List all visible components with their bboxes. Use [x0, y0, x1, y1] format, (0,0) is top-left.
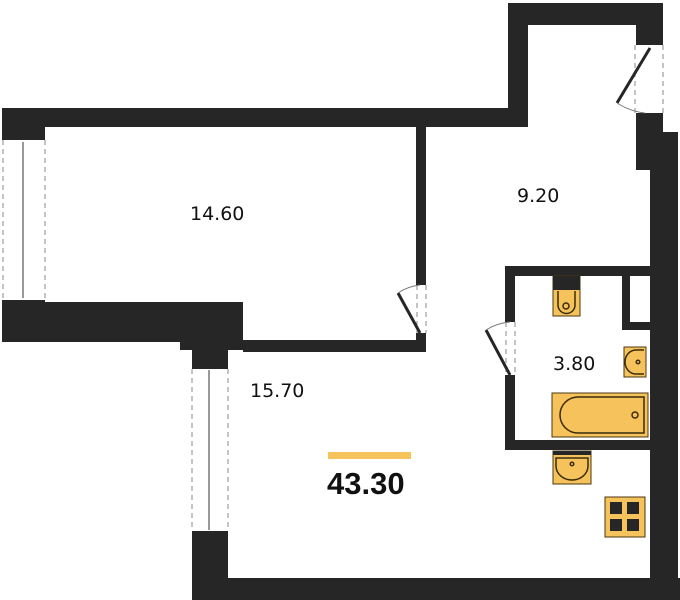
window-living: [191, 366, 229, 534]
room-area-bathroom: 3.80: [553, 353, 595, 375]
total-area: 43.30: [327, 466, 405, 501]
bathroom-sink-icon: [623, 346, 647, 378]
door-entrance[interactable]: [615, 45, 664, 114]
toilet-icon: [552, 275, 581, 317]
room-area-bedroom: 14.60: [190, 203, 244, 225]
total-area-accent-bar: [328, 452, 411, 459]
kitchen-sink-icon: [552, 450, 592, 485]
walls: [2, 3, 680, 600]
bathtub-icon: [551, 392, 649, 438]
room-area-hallway: 9.20: [517, 185, 559, 207]
door-bathroom[interactable]: [484, 321, 516, 376]
room-area-living: 15.70: [250, 380, 304, 402]
window-bedroom: [2, 137, 46, 303]
stove-icon: [604, 496, 646, 538]
door-bedroom[interactable]: [396, 284, 427, 334]
